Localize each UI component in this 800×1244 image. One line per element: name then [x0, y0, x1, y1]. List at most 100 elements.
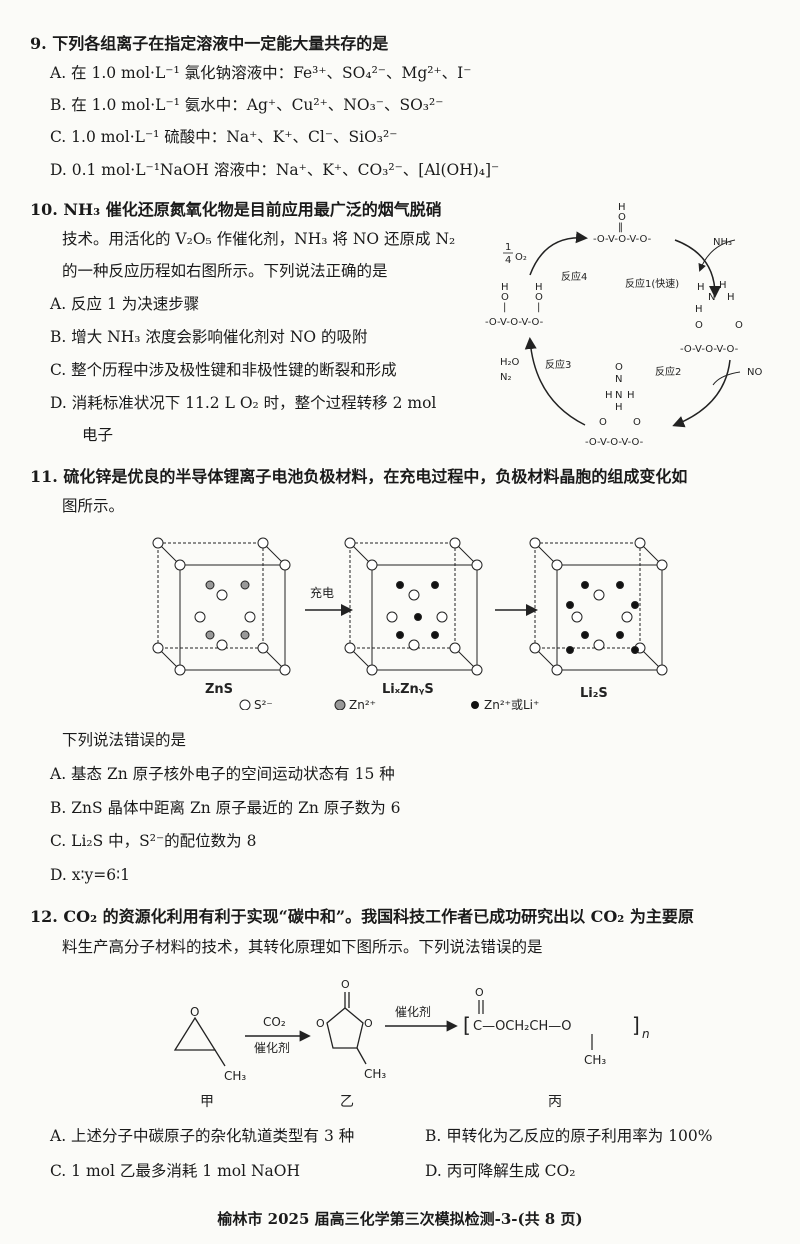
arrow-nh3: [698, 239, 736, 272]
top-vanadium-structure: -O-V-O-V-O- ‖ O H: [593, 202, 652, 245]
carbonate-ring-o2: O: [364, 1017, 373, 1030]
q11-option-b: B. ZnS 晶体中距离 Zn 原子最近的 Zn 原子数为 6: [50, 799, 401, 817]
reaction1-label: 反应1(快速): [625, 277, 679, 290]
svg-text:O: O: [633, 417, 641, 428]
arrow-no: [712, 371, 741, 386]
polymer-carbonyl-o: O: [475, 986, 484, 999]
q10-option-d-cont: 电子: [82, 426, 114, 444]
q10-stem-line3: 的一种反应历程如右图所示。下列说法正确的是: [62, 262, 388, 280]
q11-option-a: A. 基态 Zn 原子核外电子的空间运动状态有 15 种: [50, 765, 395, 783]
svg-text:H: H: [535, 282, 543, 293]
cyclic-carbonate-structure: [326, 992, 367, 1065]
reaction3-label: 反应3: [545, 358, 571, 371]
svg-text:H: H: [627, 390, 635, 401]
arrow-r1: [674, 239, 721, 298]
carbonate-ch3: CH₃: [364, 1067, 386, 1081]
q9-option-b: B. 在 1.0 mol·L⁻¹ 氨水中：Ag⁺、Cu²⁺、NO₃⁻、SO₃²⁻: [50, 96, 444, 114]
reaction4-label: 反应4: [561, 270, 587, 283]
name-jia: 甲: [200, 1094, 214, 1110]
carbonate-ring-o1: O: [316, 1017, 325, 1030]
legend-s-marker: [239, 699, 251, 710]
q11-option-d: D. x∶y=6∶1: [50, 866, 131, 884]
o2-coef-den: 4: [505, 255, 511, 266]
q12-stem-line2: 料生产高分子材料的技术，其转化原理如下图所示。下列说法错误的是: [62, 938, 543, 956]
q12-option-c: C. 1 mol 乙最多消耗 1 mol NaOH: [50, 1162, 301, 1180]
epoxide-structure: [173, 1016, 226, 1067]
q12-option-a: A. 上述分子中碳原子的杂化轨道类型有 3 种: [50, 1127, 355, 1145]
h2o-label: H₂O: [500, 357, 520, 368]
svg-text:O: O: [618, 212, 626, 223]
left-vanadium-structure: -O-V-O-V-O- |OH |OH: [485, 282, 544, 328]
polymer-n: n: [642, 1027, 650, 1041]
polymer-synthesis-scheme: O CH₃ 甲 CO₂ 催化剂 O O O CH₃ 乙 催化剂 [ C—OCH₂…: [173, 978, 650, 1110]
q10-option-d: D. 消耗标准状况下 11.2 L O₂ 时，整个过程转移 2 mol: [50, 394, 437, 412]
q9-option-d: D. 0.1 mol·L⁻¹NaOH 溶液中：Na⁺、K⁺、CO₃²⁻、[Al(…: [50, 161, 500, 179]
legend-zn: Zn²⁺: [349, 698, 376, 710]
svg-text:H: H: [697, 282, 705, 293]
polymer-main: C—OCH₂CH—O: [473, 1019, 571, 1034]
arrow1-bottom: 催化剂: [254, 1040, 290, 1055]
q12-option-d: D. 丙可降解生成 CO₂: [425, 1162, 576, 1180]
svg-text:H: H: [727, 292, 735, 303]
q12-option-b: B. 甲转化为乙反应的原子利用率为 100%: [425, 1127, 713, 1145]
q12-stem-line1: 12. CO₂ 的资源化利用有利于实现“碳中和”。我国科技工作者已成功研究出以 …: [30, 907, 694, 926]
arrow-r4: [529, 231, 588, 276]
q10-option-b: B. 增大 NH₃ 浓度会影响催化剂对 NO 的吸附: [50, 328, 368, 346]
svg-text:N: N: [615, 390, 622, 401]
legend-zn-marker: [334, 699, 346, 710]
zns-label: ZnS: [205, 682, 233, 697]
svg-text:-O-V-O-V-O-: -O-V-O-V-O-: [585, 437, 644, 448]
arrow2-top: 催化剂: [395, 1004, 431, 1019]
svg-text:O: O: [695, 320, 703, 331]
q10-option-c: C. 整个历程中涉及极性键和非极性键的断裂和形成: [50, 361, 397, 379]
o2-label: O₂: [515, 252, 527, 263]
svg-text:‖: ‖: [618, 222, 623, 233]
q10-stem-line2: 技术。用活化的 V₂O₅ 作催化剂，NH₃ 将 NO 还原成 N₂: [62, 230, 456, 248]
svg-text:O: O: [501, 292, 509, 303]
legend-zn-li-marker: [471, 701, 479, 709]
lixznys-label: LiₓZnᵧS: [382, 682, 434, 697]
svg-text:N: N: [615, 374, 622, 385]
crystal-cell-diagram: 充电: [152, 537, 668, 710]
svg-text:H: H: [605, 390, 613, 401]
li2s-unit-cell: [529, 537, 668, 676]
epoxide-ch3: CH₃: [224, 1069, 246, 1083]
svg-text:-O-V-O-V-O-: -O-V-O-V-O-: [485, 317, 544, 328]
svg-text:H: H: [719, 280, 727, 291]
name-bing: 丙: [548, 1094, 562, 1110]
bracket-right: ]: [632, 1013, 640, 1037]
bracket-left: [: [463, 1013, 471, 1037]
q11-option-c: C. Li₂S 中，S²⁻的配位数为 8: [50, 832, 257, 850]
svg-text:H: H: [501, 282, 509, 293]
q10-stem-line1: 10. NH₃ 催化还原氮氧化物是目前应用最广泛的烟气脱硝: [30, 200, 442, 219]
epoxide-o: O: [190, 1005, 199, 1019]
polymer-ch3: CH₃: [584, 1053, 606, 1067]
charge-label: 充电: [310, 585, 334, 600]
svg-text:O: O: [735, 320, 743, 331]
reaction2-label: 反应2: [655, 365, 681, 378]
arrow1-top: CO₂: [263, 1015, 286, 1029]
q9-stem: 9. 下列各组离子在指定溶液中一定能大量共存的是: [30, 34, 389, 53]
svg-text:|: |: [503, 302, 506, 313]
lixznys-unit-cell: [344, 537, 483, 676]
name-yi: 乙: [340, 1094, 354, 1110]
q11-stem-line2: 图所示。: [62, 497, 125, 515]
no-label: NO: [747, 367, 762, 378]
q10-option-a: A. 反应 1 为决速步骤: [50, 295, 200, 313]
q9-option-c: C. 1.0 mol·L⁻¹ 硫酸中：Na⁺、K⁺、Cl⁻、SiO₃²⁻: [50, 128, 398, 146]
reaction-cycle-diagram: -O-V-O-V-O- ‖ O H -O-V-O-V-O- |OH |OH -O…: [485, 202, 762, 448]
q9-option-a: A. 在 1.0 mol·L⁻¹ 氯化钠溶液中：Fe³⁺、SO₄²⁻、Mg²⁺、…: [50, 64, 472, 82]
svg-text:O: O: [599, 417, 607, 428]
svg-text:|: |: [537, 302, 540, 313]
svg-text:H: H: [695, 304, 703, 315]
legend-s: S²⁻: [254, 698, 273, 710]
svg-text:-O-V-O-V-O-: -O-V-O-V-O-: [680, 344, 739, 355]
n2-label: N₂: [500, 372, 512, 383]
legend-zn-li: Zn²⁺或Li⁺: [484, 698, 539, 710]
nh3-label: NH₃: [713, 237, 732, 248]
svg-text:H: H: [618, 202, 626, 213]
arrow-r2: [672, 359, 731, 428]
